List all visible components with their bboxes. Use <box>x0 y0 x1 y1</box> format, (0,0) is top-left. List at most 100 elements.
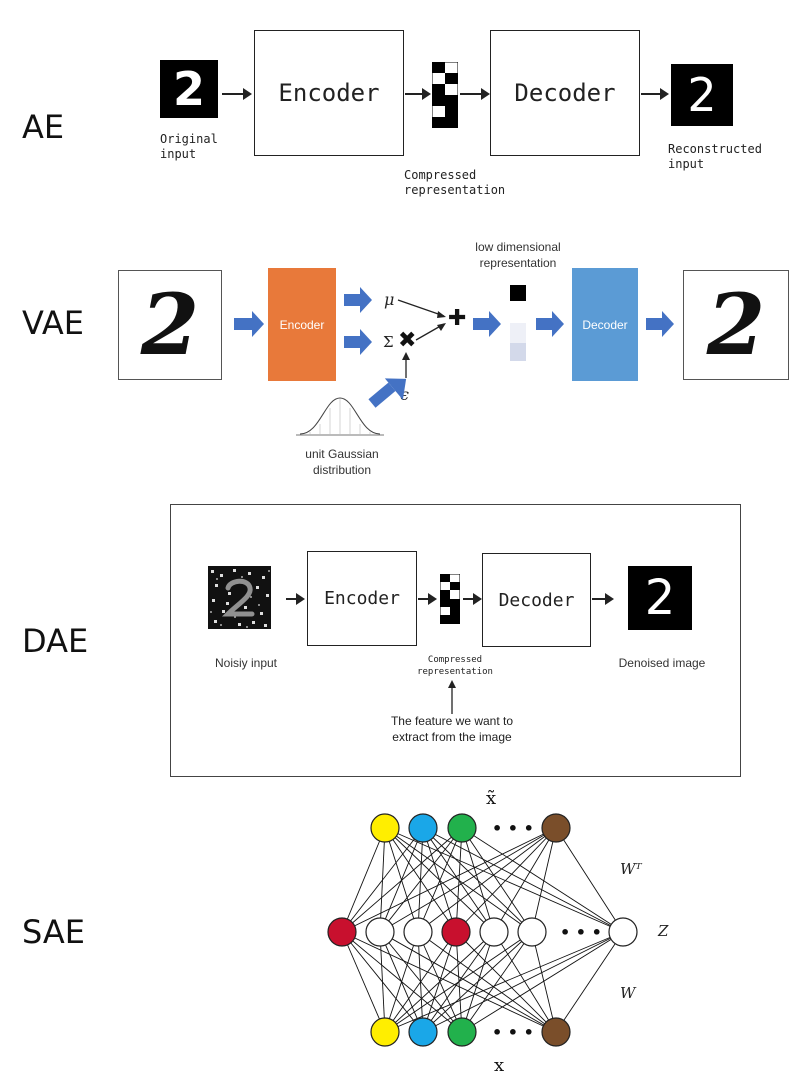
row-label-dae: DAE <box>22 622 89 660</box>
sae-edge-hidden-4-output-3 <box>493 827 557 933</box>
vae-arrow-plus <box>473 311 501 337</box>
vae-arrow-mu <box>344 287 372 313</box>
sae-edge-hidden-5-output-3 <box>531 827 557 933</box>
dae-compressed-label: Compressed representation <box>417 655 493 677</box>
vae-low-dim-label: low dimensional representation <box>475 240 561 270</box>
sae-edge-hidden-0-input-2 <box>341 931 463 1033</box>
sae-edge-hidden-3-input-3 <box>455 931 557 1033</box>
ae-arrow-2 <box>405 88 431 100</box>
vae-arrow-output <box>646 311 674 337</box>
ae-decoder-box: Decoder <box>490 30 640 156</box>
sae-ellipsis-output: • • • <box>492 819 534 838</box>
sae-edge-hidden-1-output-3 <box>379 827 557 933</box>
sae-ellipsis-group: • • •• • •• • • <box>492 819 602 1042</box>
sae-z-label: Z <box>658 922 669 940</box>
sae-hidden-node-white-2 <box>403 917 433 947</box>
sae-edge-hidden-4-input-3 <box>493 931 557 1033</box>
sae-hidden-node-red-3 <box>441 917 471 947</box>
sae-edge-hidden-1-output-0 <box>379 827 386 933</box>
sae-hidden-node-white-1 <box>365 917 395 947</box>
vae-plus-icon: ✚ <box>448 306 467 331</box>
sae-edge-hidden-3-output-0 <box>384 827 457 933</box>
dae-encoder-box: Encoder <box>307 551 417 646</box>
dae-output-digit: 2 <box>644 570 676 626</box>
ae-input-digit: 2 <box>172 62 205 116</box>
sae-edge-hidden-0-input-3 <box>341 931 557 1033</box>
dae-arrow-3 <box>463 593 482 605</box>
vae-output-image: 2 <box>683 270 789 380</box>
sae-edge-hidden-6-input-1 <box>422 931 624 1033</box>
vae-epsilon-symbol: ϵ <box>400 385 409 404</box>
sae-output-node-green-2 <box>447 813 477 843</box>
sae-edge-hidden-0-input-0 <box>341 931 386 1033</box>
sae-output-node-yellow-0 <box>370 813 400 843</box>
ae-arrow-3 <box>460 88 490 100</box>
vae-sigma-symbol: Σ <box>383 333 394 351</box>
row-label-sae: SAE <box>22 913 86 951</box>
row-label-vae: VAE <box>22 304 84 342</box>
vae-decoder-label: Decoder <box>582 317 628 332</box>
dae-feature-arrow <box>448 680 456 714</box>
ae-compressed-label: Compressed representation <box>404 168 506 197</box>
ae-input-label: Original input <box>160 132 218 161</box>
vae-encoder-box: Encoder <box>268 268 336 381</box>
sae-edge-hidden-4-input-0 <box>384 931 495 1033</box>
vae-encoder-label: Encoder <box>279 317 325 332</box>
ae-reconstructed-image: 2 <box>671 64 733 126</box>
ae-encoder-box: Encoder <box>254 30 404 156</box>
sae-hidden-node-red-0 <box>327 917 357 947</box>
sae-edge-hidden-6-input-2 <box>461 931 624 1033</box>
vae-input-image: 2 <box>118 270 222 380</box>
sae-hidden-node-white-6 <box>608 917 638 947</box>
dae-frame <box>170 504 741 777</box>
dae-denoised-label: Denoised image <box>618 656 706 670</box>
dae-compressed-code <box>439 573 461 625</box>
sae-edge-hidden-1-input-0 <box>379 931 386 1033</box>
sae-x-label: x <box>494 1055 505 1076</box>
dae-denoised-image: 2 <box>628 566 692 630</box>
sae-edges <box>341 827 624 1033</box>
sae-edge-hidden-0-output-0 <box>341 827 386 933</box>
dae-arrow-2 <box>418 593 437 605</box>
sae-hidden-node-white-4 <box>479 917 509 947</box>
dae-noisy-input-image <box>208 566 271 629</box>
sae-hidden-node-white-5 <box>517 917 547 947</box>
sae-input-node-yellow-0 <box>370 1017 400 1047</box>
sae-w-label: W <box>620 984 636 1002</box>
ae-original-input-image: 2 <box>160 60 218 118</box>
sae-edge-hidden-5-output-0 <box>384 827 533 933</box>
sae-output-node-blue-1 <box>408 813 438 843</box>
sae-edge-hidden-6-input-0 <box>384 931 624 1033</box>
sae-edge-hidden-5-output-2 <box>461 827 533 933</box>
sae-edge-hidden-0-output-3 <box>341 827 557 933</box>
sae-edge-hidden-1-input-3 <box>379 931 557 1033</box>
sae-wt-label: Wᵀ <box>620 860 642 878</box>
ae-output-label: Reconstructed input <box>668 142 762 171</box>
sae-edge-hidden-3-input-0 <box>384 931 457 1033</box>
vae-input-digit: 2 <box>140 275 200 374</box>
sae-edge-hidden-5-input-2 <box>461 931 533 1033</box>
vae-gaussian-label: unit Gaussian distribution <box>305 447 379 477</box>
sae-edge-hidden-3-output-3 <box>455 827 557 933</box>
vae-output-digit: 2 <box>706 275 766 374</box>
sae-edge-hidden-6-output-1 <box>422 827 624 933</box>
sae-edge-hidden-2-input-3 <box>417 931 557 1033</box>
sae-edge-hidden-2-input-0 <box>384 931 419 1033</box>
dae-encoder-label: Encoder <box>324 588 400 609</box>
sae-edge-hidden-6-output-3 <box>555 827 624 933</box>
sae-edge-hidden-2-output-3 <box>417 827 557 933</box>
dae-arrow-4 <box>592 593 614 605</box>
sae-edge-hidden-6-input-3 <box>555 931 624 1033</box>
ae-encoder-label: Encoder <box>278 79 380 107</box>
ae-output-digit: 2 <box>687 68 717 122</box>
sae-x-tilde-label: x̃ <box>486 788 497 809</box>
vae-low-dim-code <box>510 285 526 365</box>
sae-ellipsis-input: • • • <box>492 1023 534 1042</box>
sae-input-node-brown-3 <box>541 1017 571 1047</box>
sae-edge-hidden-4-output-0 <box>384 827 495 933</box>
row-label-ae: AE <box>22 108 65 146</box>
sae-edge-hidden-6-output-2 <box>461 827 624 933</box>
sae-edge-hidden-0-output-2 <box>341 827 463 933</box>
sae-nodes <box>327 813 638 1047</box>
